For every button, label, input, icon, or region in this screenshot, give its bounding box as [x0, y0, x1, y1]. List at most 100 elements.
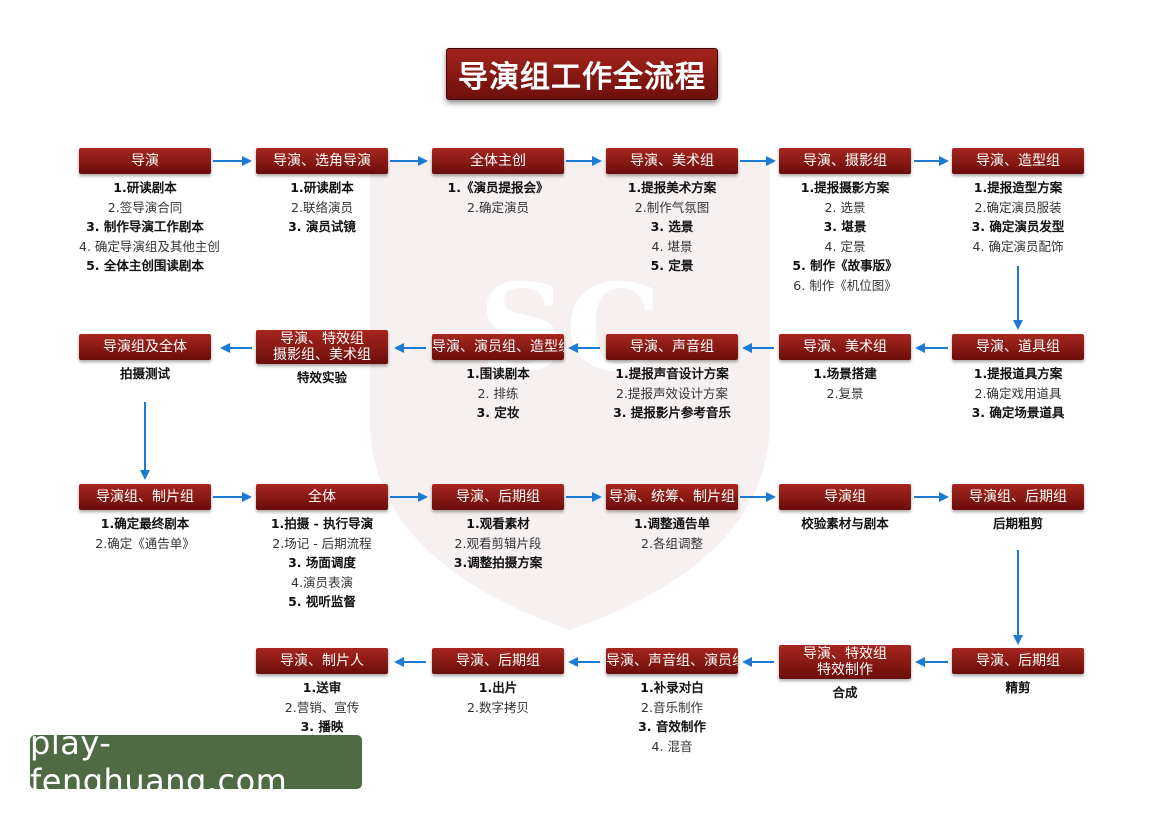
flow-node-header: 导演、声音组: [606, 334, 738, 360]
flow-node-item: 1.拍摄 - 执行导演: [270, 516, 374, 531]
flow-node-header: 导演、演员组、造型组: [432, 334, 564, 360]
flow-node-item: 2.场记 - 后期流程: [272, 535, 372, 551]
flow-node-header: 导演、道具组: [952, 334, 1084, 360]
flow-node-header: 导演组: [779, 484, 911, 510]
flow-node-header-line: 导演、选角导演: [273, 153, 371, 169]
flow-node-r2c1: 导演组及全体拍摄测试: [79, 334, 211, 384]
flow-node-header: 导演组及全体: [79, 334, 211, 360]
page-title: 导演组工作全流程: [446, 48, 718, 100]
flow-node-item: 1.调整通告单: [634, 516, 710, 531]
flow-node-items: 精剪: [952, 678, 1084, 698]
flow-node-item: 2.确定演员: [467, 199, 529, 215]
flow-node-item: 3. 确定场景道具: [971, 405, 1065, 420]
flow-node-header: 导演、特效组特效制作: [779, 645, 911, 679]
flow-node-header: 导演、美术组: [606, 148, 738, 174]
flow-node-item: 后期粗剪: [992, 516, 1043, 531]
flow-node-item: 1.《演员提报会》: [447, 180, 549, 195]
flow-node-item: 3. 提报影片参考音乐: [613, 405, 731, 420]
flow-node-item: 3.调整拍摄方案: [453, 555, 543, 570]
flow-node-item: 1.提报美术方案: [627, 180, 717, 195]
flow-node-header-line: 导演、后期组: [976, 653, 1060, 669]
flow-node-r3c6: 导演组、后期组后期粗剪: [952, 484, 1084, 534]
flow-node-header-line: 导演组: [824, 489, 866, 505]
flow-node-items: 特效实验: [256, 368, 388, 388]
flow-node-item: 特效实验: [296, 370, 347, 385]
flow-node-items: 1.调整通告单 2.各组调整: [606, 514, 738, 553]
flow-node-header: 导演、制片人: [256, 648, 388, 674]
flow-node-header-line: 全体主创: [470, 153, 526, 169]
flow-node-header-line: 导演、特效组: [803, 646, 887, 662]
flow-node-r3c3: 导演、后期组 1.观看素材 2.观看剪辑片段 3.调整拍摄方案: [432, 484, 564, 573]
flow-node-item: 2.制作气氛图: [634, 199, 710, 215]
site-brand-badge[interactable]: play-fenghuang.com: [30, 724, 362, 800]
flow-node-header: 导演、特效组摄影组、美术组: [256, 330, 388, 364]
flow-node-item: 2.音乐制作: [641, 699, 703, 715]
flow-node-item: 1.围读剧本: [466, 366, 530, 381]
flow-node-item: 2.复景: [826, 385, 864, 401]
flow-node-r3c4: 导演、统筹、制片组 1.调整通告单 2.各组调整: [606, 484, 738, 553]
flow-node-r4c6: 导演、后期组精剪: [952, 648, 1084, 698]
flow-node-header-line: 导演、后期组: [456, 489, 540, 505]
flow-node-r1c3: 全体主创 1.《演员提报会》 2.确定演员: [432, 148, 564, 217]
flow-node-item: 3. 音效制作: [638, 719, 706, 734]
flow-node-item: 2. 选景: [824, 199, 866, 215]
flow-node-item: 2.各组调整: [641, 535, 703, 551]
flow-node-item: 4.演员表演: [291, 574, 353, 590]
flow-node-item: 1.提报道具方案: [973, 366, 1063, 381]
flow-node-items: 后期粗剪: [952, 514, 1084, 534]
flow-node-item: 4. 确定演员配饰: [972, 238, 1064, 254]
flow-node-item: 3. 制作导演工作剧本: [86, 219, 204, 234]
flow-node-header-line: 全体: [308, 489, 336, 505]
flow-node-item: 精剪: [1005, 680, 1031, 695]
flow-node-header-line: 导演、后期组: [456, 653, 540, 669]
flow-node-item: 合成: [832, 685, 858, 700]
flow-node-r2c2: 导演、特效组摄影组、美术组特效实验: [256, 330, 388, 388]
flow-node-item: 2.营销、宣传: [284, 699, 360, 715]
flow-node-header: 导演、统筹、制片组: [606, 484, 738, 510]
flow-node-item: 3. 定妆: [476, 405, 520, 420]
flow-node-header-line: 导演、制片人: [280, 653, 364, 669]
flow-node-header-line: 导演、道具组: [976, 339, 1060, 355]
flow-node-header-line: 特效制作: [817, 662, 873, 678]
flow-node-header-line: 导演、特效组: [280, 331, 364, 347]
flow-node-item: 1.确定最终剧本: [100, 516, 190, 531]
flow-node-item: 2.观看剪辑片段: [454, 535, 542, 551]
flow-node-item: 4. 混音: [651, 738, 693, 754]
flow-node-item: 3. 确定演员发型: [971, 219, 1065, 234]
flow-node-item: 1.研读剧本: [113, 180, 177, 195]
flow-node-header-line: 导演、摄影组: [803, 153, 887, 169]
flow-node-header: 导演、后期组: [952, 648, 1084, 674]
flow-node-item: 1.场景搭建: [813, 366, 877, 381]
flow-node-header-line: 导演、美术组: [630, 153, 714, 169]
flow-node-items: 1.观看素材 2.观看剪辑片段 3.调整拍摄方案: [432, 514, 564, 573]
flow-node-item: 1.观看素材: [466, 516, 530, 531]
flow-node-r3c5: 导演组校验素材与剧本: [779, 484, 911, 534]
flow-node-header-line: 导演、美术组: [803, 339, 887, 355]
flow-node-header-line: 导演、声音组: [630, 339, 714, 355]
flow-node-header-line: 导演、统筹、制片组: [609, 489, 735, 505]
flow-node-item: 2.联络演员: [291, 199, 353, 215]
flow-node-items: 拍摄测试: [79, 364, 211, 384]
flow-node-item: 3. 演员试镜: [288, 219, 356, 234]
flow-node-header: 导演、美术组: [779, 334, 911, 360]
flow-node-item: 3. 播映: [300, 719, 344, 734]
flow-node-header-line: 摄影组、美术组: [273, 347, 371, 363]
flow-node-header-line: 导演、声音组、演员组: [606, 653, 738, 669]
